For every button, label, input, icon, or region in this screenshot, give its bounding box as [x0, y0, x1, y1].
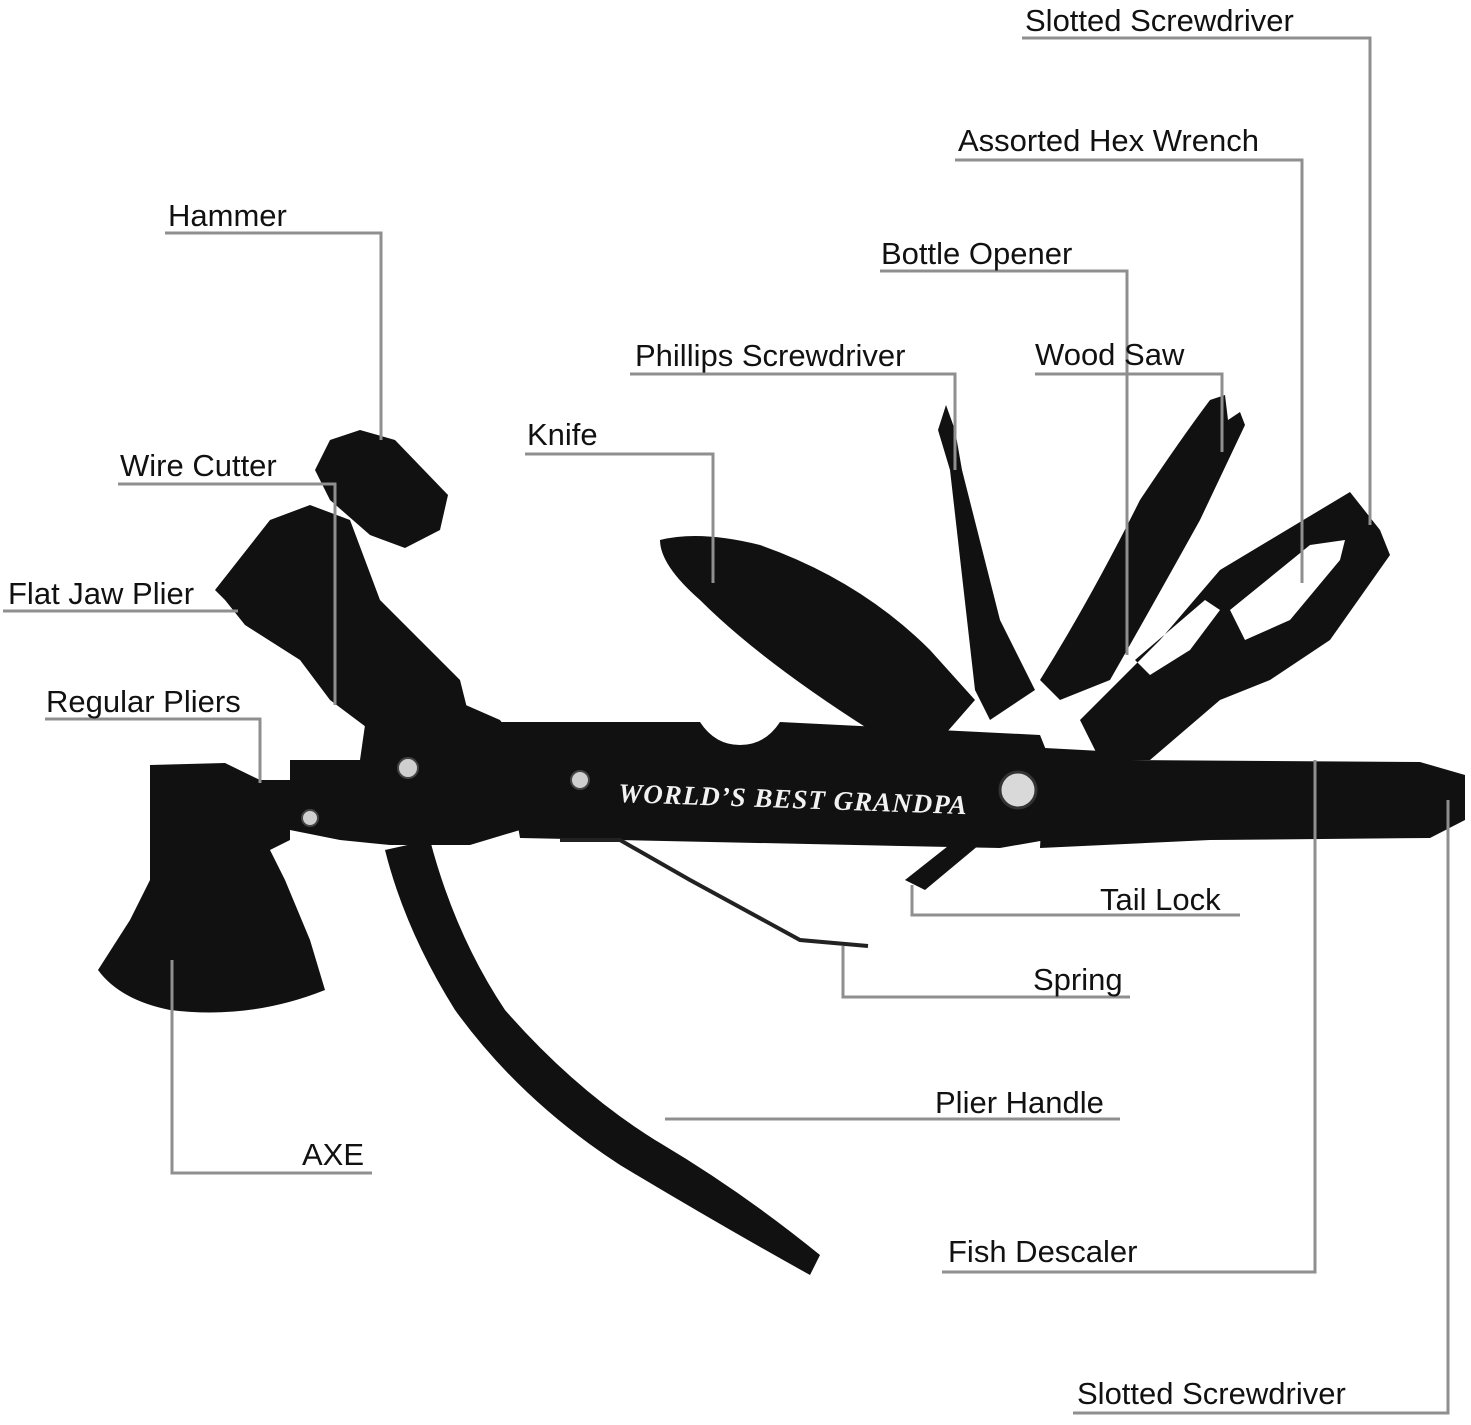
- label-phillips-screwdriver: Phillips Screwdriver: [635, 338, 906, 373]
- leader-spring: [841, 946, 1130, 999]
- label-tail-lock: Tail Lock: [1100, 882, 1221, 917]
- label-spring: Spring: [1033, 962, 1123, 997]
- label-slotted-screwdriver-bottom: Slotted Screwdriver: [1077, 1376, 1346, 1411]
- leader-bottle-opener: [880, 269, 1129, 655]
- fish-descaler-bar: [1040, 748, 1465, 848]
- leader-axe: [170, 960, 372, 1175]
- plier-handle: [385, 840, 820, 1275]
- rivet-plier-pivot: [397, 757, 419, 779]
- main-handle: [500, 722, 1052, 848]
- tail-lock: [905, 805, 1015, 890]
- phillips-screwdriver-shaft: [938, 405, 1035, 720]
- leader-tail-lock: [910, 885, 1240, 917]
- leader-wire-cutter: [118, 482, 337, 705]
- leader-assorted-hex-wrench: [955, 158, 1304, 583]
- label-slotted-screwdriver-top: Slotted Screwdriver: [1025, 3, 1294, 38]
- label-assorted-hex-wrench: Assorted Hex Wrench: [958, 123, 1259, 158]
- label-bottle-opener: Bottle Opener: [881, 236, 1073, 271]
- rivet-axe: [301, 809, 319, 827]
- wood-saw-blade: [1040, 395, 1245, 700]
- axe-head: [98, 763, 325, 1013]
- leader-hammer: [165, 231, 383, 440]
- leader-knife: [525, 452, 715, 583]
- label-wire-cutter: Wire Cutter: [120, 448, 277, 483]
- leader-slotted-screwdriver-top: [1022, 36, 1372, 525]
- spring-wire: [560, 838, 869, 948]
- label-plier-handle: Plier Handle: [935, 1085, 1104, 1120]
- leader-regular-pliers: [45, 717, 262, 783]
- rivet-handle-left: [570, 770, 590, 790]
- multitool-body: WORLD’S BEST GRANDPA: [98, 395, 1465, 1275]
- leader-wood-saw: [1035, 372, 1224, 452]
- label-flat-jaw-plier: Flat Jaw Plier: [8, 576, 195, 611]
- rivet-handle-right: [998, 770, 1038, 810]
- label-fish-descaler: Fish Descaler: [948, 1234, 1138, 1269]
- hammer-head: [315, 430, 448, 548]
- leader-fish-descaler: [942, 760, 1317, 1274]
- leader-phillips-screwdriver: [630, 372, 957, 470]
- hex-wrench-arm: [1080, 492, 1390, 760]
- label-axe: AXE: [302, 1137, 365, 1172]
- label-wood-saw: Wood Saw: [1035, 337, 1185, 372]
- leader-slotted-screwdriver-bottom: [1073, 800, 1450, 1415]
- label-knife: Knife: [527, 417, 598, 452]
- knife-blade: [660, 536, 975, 740]
- leader-lines: [3, 36, 1450, 1415]
- label-regular-pliers: Regular Pliers: [46, 684, 241, 719]
- label-hammer: Hammer: [168, 198, 287, 233]
- plier-head: [215, 505, 470, 730]
